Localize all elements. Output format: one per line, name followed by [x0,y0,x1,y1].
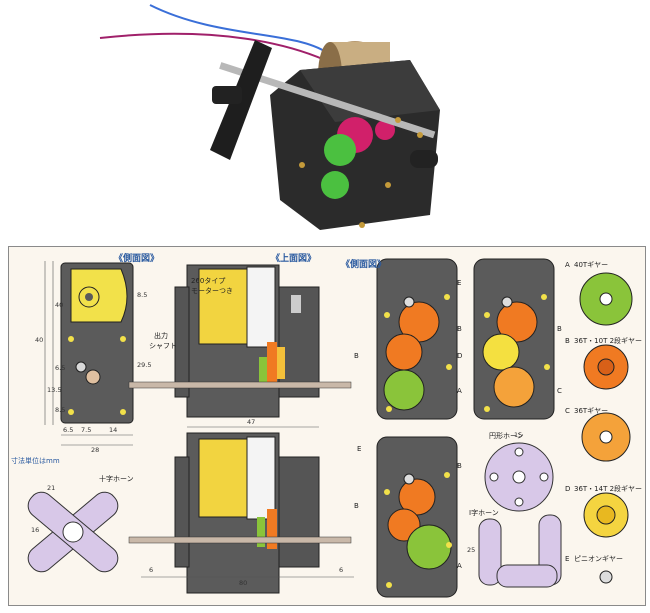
label-cross-horn: 十字ホーン [99,475,134,483]
legend-label-e: ピニオンギヤー [574,555,623,563]
legend-gears [579,272,633,584]
dim-i-25: 25 [467,546,476,554]
top-view-upper [128,264,352,428]
i-horn-drawing [478,514,562,588]
legend-label-b: 36T・10T 2段ギヤー [574,337,643,345]
dim-shaft-6a: 6 [149,566,154,574]
dim-cross-21: 21 [47,484,56,492]
callout-c-1: C [557,387,562,395]
callout-a-2: A [457,562,462,570]
label-output: 出力 [154,332,168,340]
label-i-horn: I字ホーン [469,509,499,517]
callout-b-1: B [457,325,462,333]
diagram-drawing [27,258,633,598]
dim-w-65: 6.5 [63,426,74,434]
label-dims-unit: 寸法単位はmm [11,457,60,465]
label-motor-type: 260タイプ [191,277,226,285]
legend-marker-c: C [565,407,570,415]
dim-w-75: 7.5 [81,426,92,434]
dim-bottom-width: 80 [239,579,248,587]
heading-side-view-1: 《側面図》 [114,254,160,264]
callout-e-1: E [457,279,462,287]
legend-marker-e: E [565,555,570,563]
dim-w-28: 28 [91,446,100,454]
dim-right-85: 8.5 [137,291,148,299]
side-view-gears-1 [376,258,458,420]
dim-round-15: 15 [514,431,523,439]
label-motor-with: モーターつき [191,287,233,295]
dim-w-14: 14 [109,426,118,434]
dim-height-total: 40 [35,336,44,344]
legend-marker-d: D [565,485,571,493]
dim-h-mid: 6.5 [55,364,66,372]
legend-marker-b: B [565,337,570,345]
side-view-gears-2 [473,258,555,420]
label-round-horn: 円形ホーン [489,432,524,440]
dim-right-295: 29.5 [137,361,152,369]
label-shaft: シャフト [149,342,177,350]
legend-label-c: 36Tギヤー [574,407,609,415]
side-view-left [44,261,134,446]
gearbox-photo [99,4,440,230]
heading-side-view-2: 《側面図》 [341,260,387,270]
round-horn-drawing [484,442,554,512]
cross-horn-drawing [27,491,119,573]
heading-top-view: 《上面図》 [271,254,317,264]
callout-b-5: B [354,502,359,510]
callout-e-2: E [357,445,362,453]
callout-a-1: A [457,387,462,395]
callout-b-4: B [457,462,462,470]
callout-b-3: B [557,325,562,333]
dim-shaft-6b: 6 [339,566,344,574]
callout-b-2: B [354,352,359,360]
dim-top-width: 47 [247,418,256,426]
dim-h-low2: 8.5 [55,406,66,414]
dim-h-low: 13.5 [47,386,62,394]
legend-label-a: 40Tギヤー [574,261,609,269]
dim-cross-16: 16 [31,526,40,534]
legend-marker-a: A [565,261,570,269]
dim-h-upper: 40 [55,301,64,309]
side-view-gears-3 [376,436,458,598]
top-view-lower [128,432,354,594]
legend-label-d: 36T・14T 2段ギヤー [574,485,643,493]
gearbox-diagram: 《側面図》 《上面図》 《側面図》 260タイプ モーターつき 出力 シャフト … [8,246,646,606]
callout-d-1: D [457,352,463,360]
